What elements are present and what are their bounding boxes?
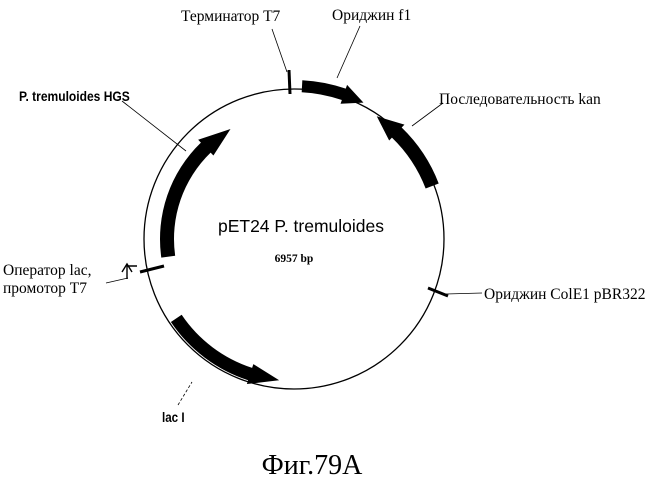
kan-sequence-label: Последовательность kan bbox=[439, 91, 601, 108]
t7-terminator-label: Терминатор T7 bbox=[181, 8, 281, 25]
f1-origin-label: Ориджин f1 bbox=[332, 7, 411, 24]
kan-sequence-arrow bbox=[377, 116, 439, 188]
hgs-gene-label: P. tremuloides HGS bbox=[19, 88, 130, 104]
lac-i-leader bbox=[178, 382, 192, 405]
figure-caption: Фиг.79А bbox=[262, 450, 363, 481]
t7-promoter-label: промотор T7 bbox=[3, 280, 87, 297]
cole1-origin-tick bbox=[428, 288, 448, 296]
lac-operator-label: Оператор lac, bbox=[3, 262, 91, 279]
lac-operator-tick bbox=[140, 266, 164, 272]
hgs-gene-leader bbox=[122, 101, 186, 151]
t7-terminator-leader bbox=[272, 29, 287, 72]
hgs-gene-arrow bbox=[160, 129, 231, 258]
promoter-arrow-icon bbox=[127, 266, 137, 279]
plasmid-size: 6957 bp bbox=[275, 253, 314, 265]
lac-i-label: lac I bbox=[162, 410, 185, 425]
cole1-origin-label: Ориджин ColE1 pBR322 bbox=[484, 286, 645, 303]
cole1-origin-leader bbox=[446, 293, 482, 294]
f1-origin-leader bbox=[337, 26, 360, 78]
t7-terminator-tick bbox=[289, 70, 290, 94]
lac-operator-leader bbox=[106, 278, 128, 283]
f1-origin-arrow bbox=[302, 80, 364, 104]
plasmid-name: pET24 P. tremuloides bbox=[218, 216, 384, 236]
lac-i-arrow bbox=[171, 315, 279, 384]
